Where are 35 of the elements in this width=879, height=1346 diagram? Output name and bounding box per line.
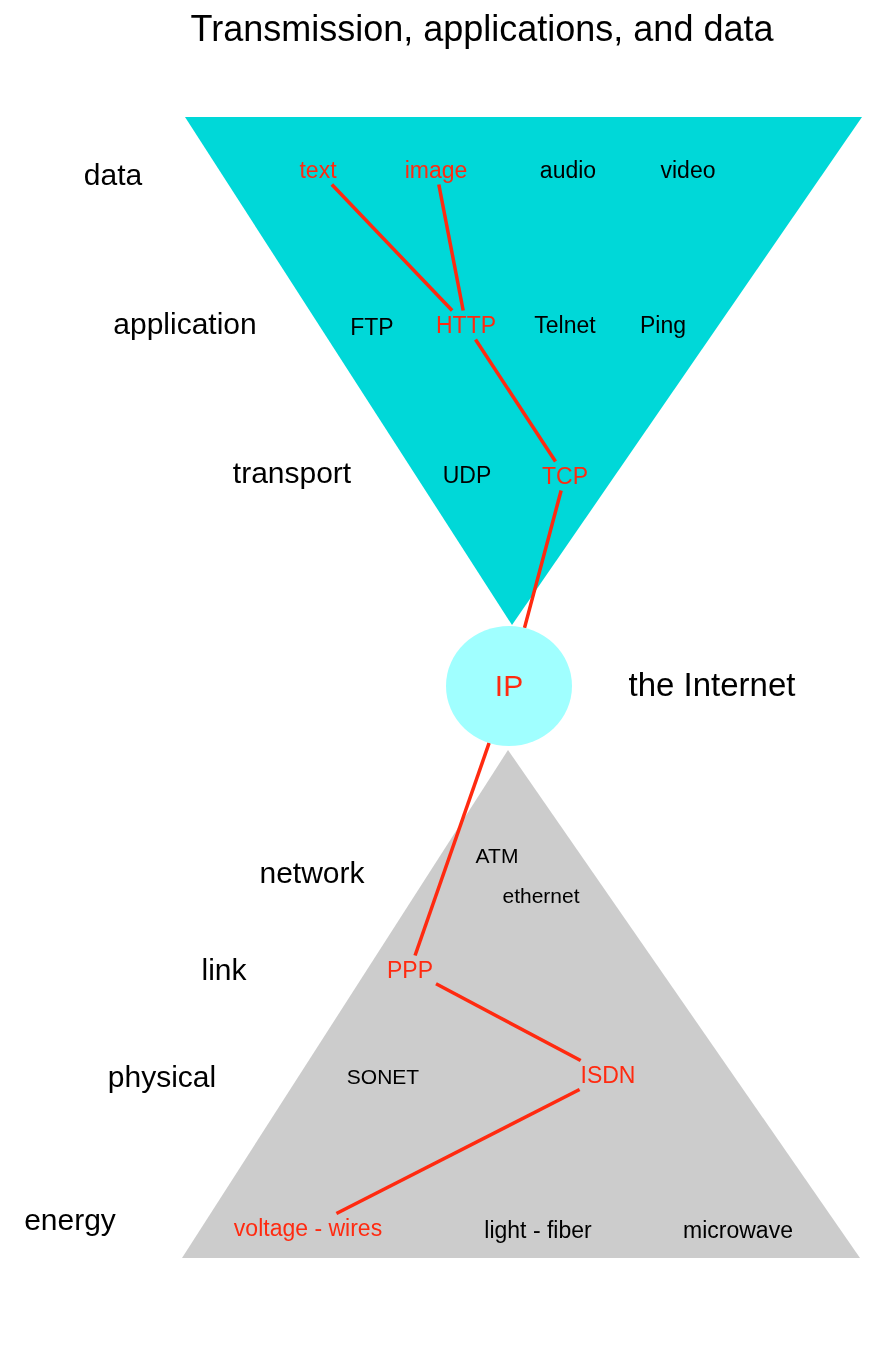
protocol-label: HTTP [435, 311, 497, 339]
protocol-label: PPP [387, 956, 433, 984]
layer-label: ethernet [502, 884, 580, 908]
connector-line [413, 742, 491, 957]
layer-label: FTP [350, 313, 394, 341]
protocol-label: voltage - wires [233, 1214, 383, 1242]
connector-line [474, 338, 557, 463]
protocol-label: ISDN [580, 1061, 636, 1089]
layer-label: network [259, 856, 365, 890]
layer-label: ATM [475, 844, 519, 868]
connector-line [435, 982, 582, 1063]
layer-label: microwave [683, 1216, 793, 1244]
title: Transmission, applications, and data [189, 8, 775, 50]
layer-label: Ping [640, 311, 686, 339]
layer-label: SONET [346, 1065, 420, 1089]
connector-line [330, 183, 454, 312]
layer-label: Telnet [534, 311, 596, 339]
layer-label: UDP [442, 461, 492, 489]
connector-line [335, 1087, 581, 1216]
connector-line [437, 184, 465, 311]
layer-label: data [83, 158, 143, 192]
protocol-label: text [299, 156, 337, 184]
connector-line [522, 490, 563, 629]
layer-label: transport [232, 456, 352, 490]
layer-label: link [201, 953, 247, 987]
protocol-circle: IP [446, 626, 572, 746]
layer-label: energy [24, 1203, 116, 1237]
layer-label: light - fiber [484, 1216, 592, 1244]
protocol-label: TCP [542, 462, 588, 490]
layer-label: audio [539, 156, 597, 184]
layer-label: video [660, 156, 716, 184]
layer-label: physical [107, 1060, 217, 1094]
layer-label: application [113, 307, 257, 341]
layer-label: the Internet [628, 666, 796, 704]
protocol-label: image [404, 156, 468, 184]
